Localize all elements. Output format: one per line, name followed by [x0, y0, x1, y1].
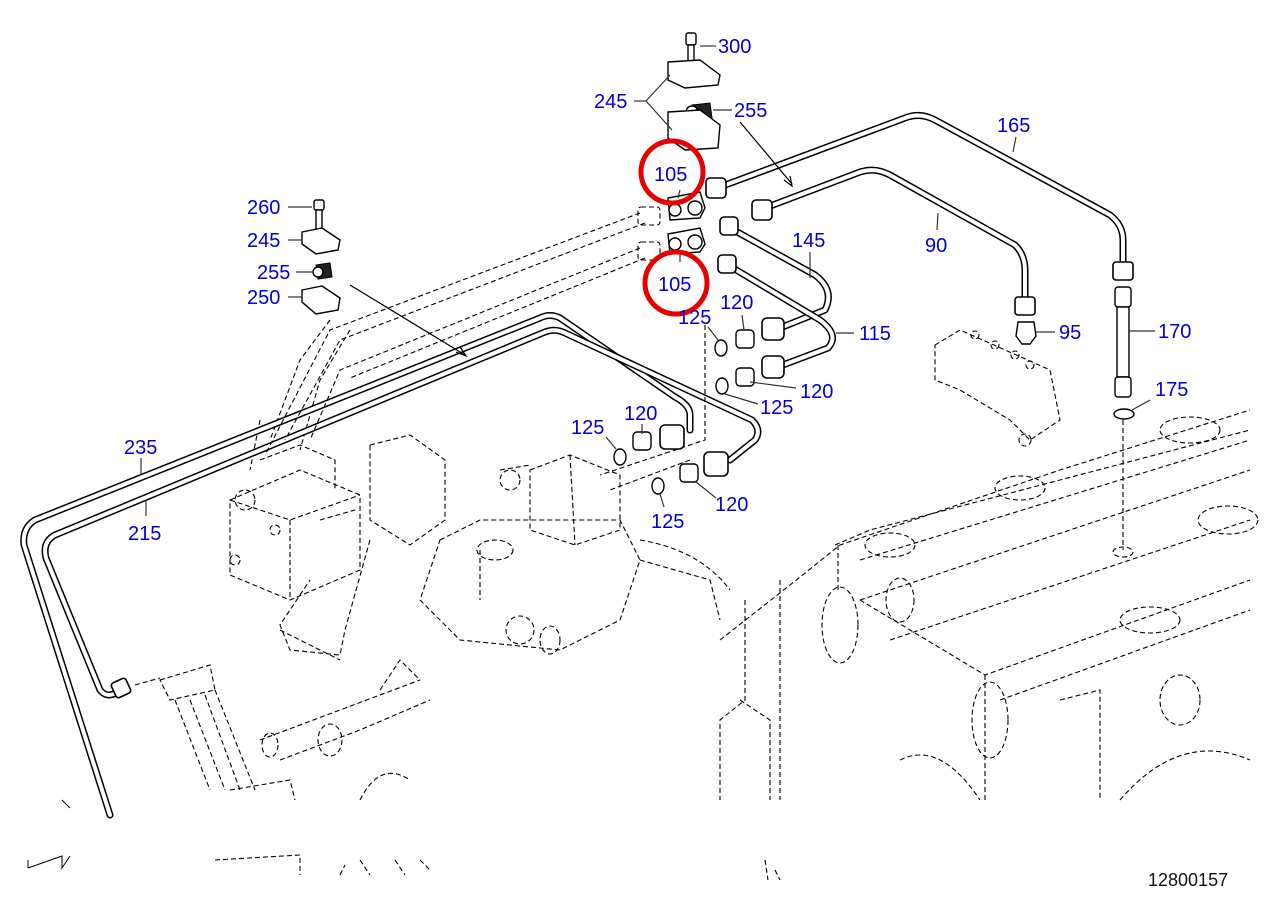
callout-105-bottom[interactable]: 105 [658, 274, 691, 296]
callout-235[interactable]: 235 [124, 437, 157, 459]
callout-120-d[interactable]: 120 [715, 494, 748, 516]
clamp-set-left [288, 199, 468, 358]
callout-labels: 300 245 255 165 105 90 145 105 260 245 2… [124, 36, 1191, 545]
pipe-115 [717, 254, 836, 379]
callout-125-b[interactable]: 125 [760, 397, 793, 419]
callout-120-c[interactable]: 120 [624, 403, 657, 425]
pipe-90 [751, 166, 1036, 316]
callout-300[interactable]: 300 [718, 36, 751, 58]
hose-170 [1114, 286, 1155, 398]
pump-assembly-left [229, 319, 446, 661]
callout-255-top[interactable]: 255 [734, 100, 767, 122]
callout-125-d[interactable]: 125 [651, 511, 684, 533]
ring-175 [1113, 399, 1151, 420]
fitting-nut [659, 424, 685, 450]
callout-120-a[interactable]: 120 [720, 292, 753, 314]
adapter-95 [1015, 321, 1055, 345]
pump-assembly-right [419, 454, 731, 655]
bottom-fragments [27, 854, 781, 881]
callout-120-b[interactable]: 120 [800, 381, 833, 403]
callout-95[interactable]: 95 [1059, 322, 1081, 344]
lower-left-cylinder [61, 659, 431, 809]
callout-145[interactable]: 145 [792, 230, 825, 252]
callout-215[interactable]: 215 [128, 523, 161, 545]
callout-165[interactable]: 165 [997, 115, 1030, 137]
pipe-235 [20, 312, 694, 819]
callout-125-c[interactable]: 125 [571, 417, 604, 439]
tee-fittings-105 [667, 189, 706, 262]
callout-245-left[interactable]: 245 [247, 230, 280, 252]
callout-250[interactable]: 250 [247, 287, 280, 309]
callout-245-top[interactable]: 245 [594, 91, 627, 113]
callout-170[interactable]: 170 [1158, 321, 1191, 343]
callout-175[interactable]: 175 [1155, 379, 1188, 401]
callout-260[interactable]: 260 [247, 197, 280, 219]
pipe-145 [719, 216, 832, 341]
o-rings-125 [605, 326, 759, 508]
alignment-lines [264, 206, 706, 491]
highlight-circle-105-top [638, 138, 706, 206]
callout-90[interactable]: 90 [925, 235, 947, 257]
callout-115[interactable]: 115 [859, 323, 891, 345]
highlight-circle-105-bottom [642, 249, 710, 317]
callout-105-top[interactable]: 105 [654, 164, 687, 186]
callout-255-left[interactable]: 255 [257, 262, 290, 284]
pipe-165 [705, 111, 1134, 281]
adapters-120 [632, 314, 797, 499]
callout-125-a[interactable]: 125 [678, 307, 711, 329]
document-number: 12800157 [1148, 870, 1228, 890]
engine-block-outline [719, 329, 1259, 801]
pipe-215 [41, 326, 762, 699]
fitting-nut [703, 451, 729, 477]
